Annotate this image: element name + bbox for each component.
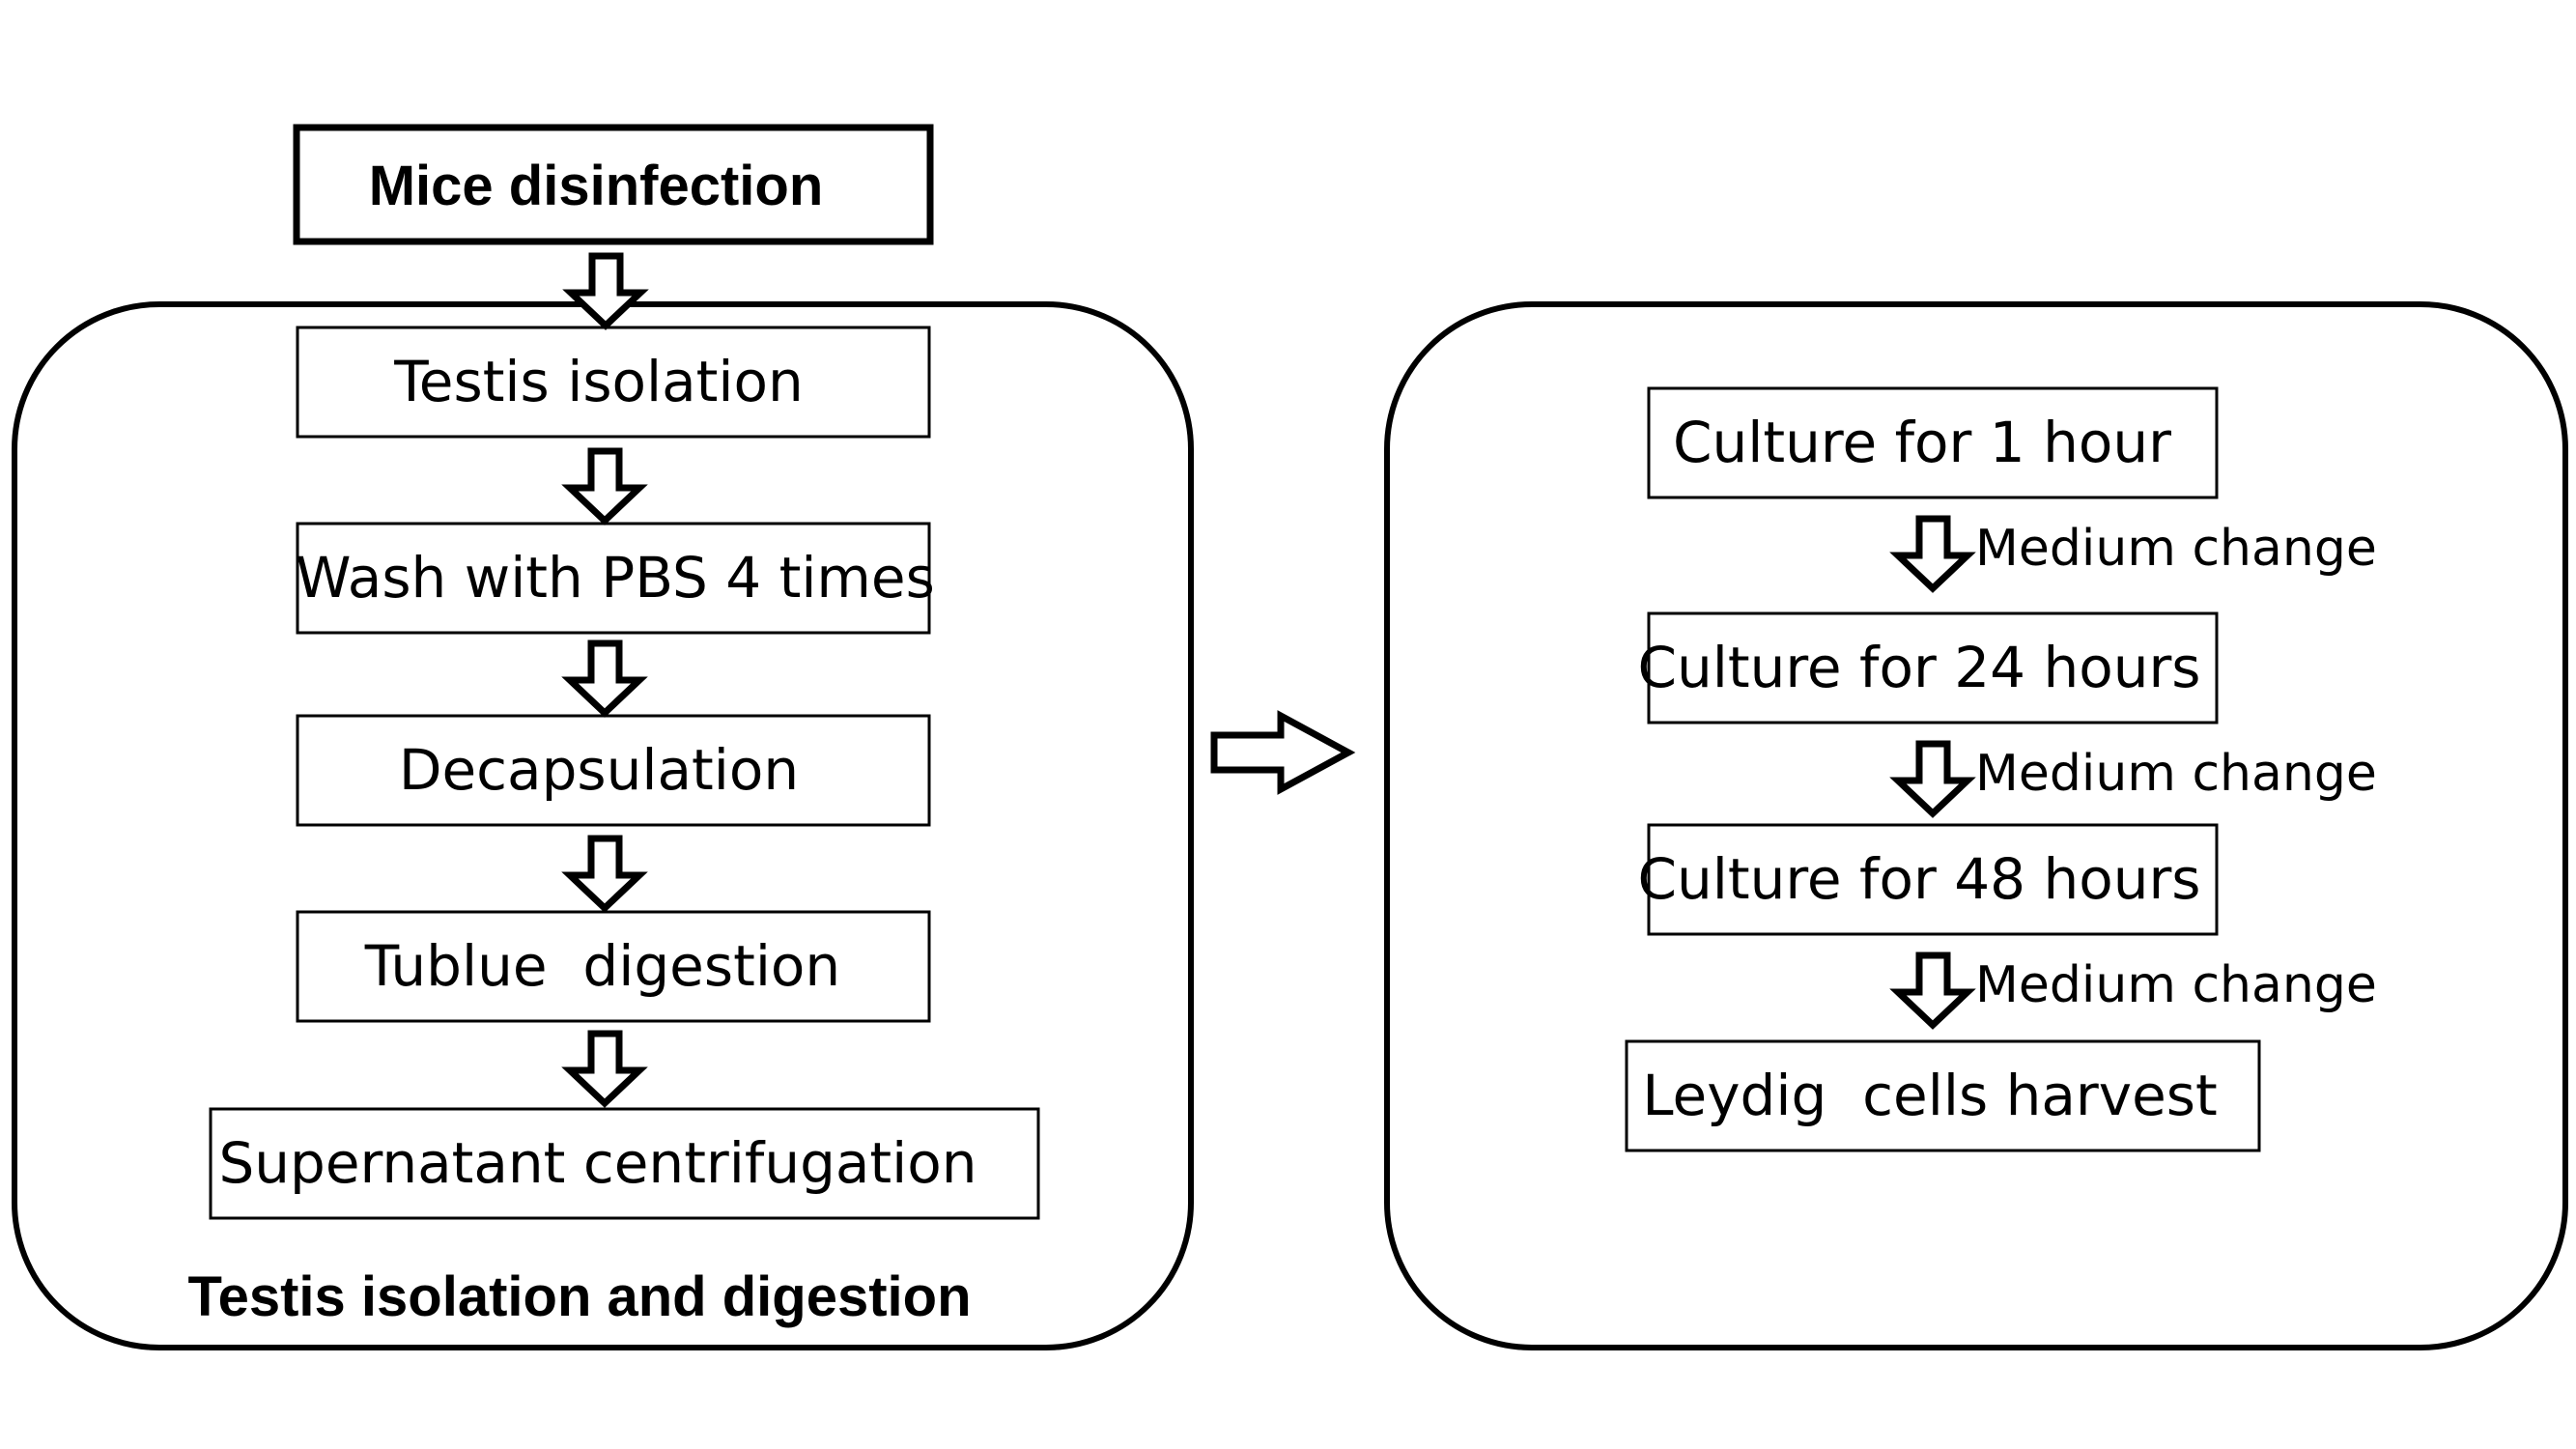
down-arrow-icon — [561, 1030, 648, 1108]
down-arrow-icon — [1889, 740, 1976, 818]
harvest-label: Leydig cells harvest — [1642, 1063, 2218, 1128]
harvest-box — [1625, 1039, 2261, 1152]
transition-label-1: Medium change — [1975, 520, 2377, 578]
down-arrow-icon — [1889, 952, 1976, 1030]
down-arrow-icon — [561, 447, 648, 526]
transition-label-3: Medium change — [1975, 956, 2377, 1014]
step-label-centrifugation: Supernatant centrifugation — [218, 1130, 977, 1196]
start-label: Mice disinfection — [369, 155, 824, 217]
culture-label-48-hours: Culture for 48 hours — [1637, 846, 2200, 912]
transition-label-2: Medium change — [1975, 745, 2377, 803]
step-box-tubule-digestion — [296, 910, 931, 1023]
right-arrow-icon — [1210, 710, 1356, 795]
start-box — [293, 124, 934, 245]
right-panel-frame — [1384, 301, 2568, 1350]
step-box-testis-isolation — [296, 326, 931, 439]
step-box-wash — [296, 522, 931, 635]
step-label-wash: Wash with PBS 4 times — [296, 545, 935, 611]
culture-box-48-hours — [1647, 823, 2219, 936]
step-label-testis-isolation: Testis isolation — [393, 349, 804, 414]
step-box-centrifugation — [209, 1107, 1040, 1220]
step-label-tubule-digestion: Tublue digestion — [364, 933, 840, 999]
step-label-decapsulation: Decapsulation — [399, 737, 799, 803]
down-arrow-icon — [562, 252, 649, 330]
culture-label-1-hour: Culture for 1 hour — [1673, 410, 2171, 475]
culture-label-24-hours: Culture for 24 hours — [1637, 635, 2200, 700]
culture-box-1-hour — [1647, 386, 2219, 499]
culture-box-24-hours — [1647, 611, 2219, 724]
left-panel-title: Testis isolation and digestion — [187, 1265, 971, 1328]
down-arrow-icon — [561, 835, 648, 913]
step-box-decapsulation — [296, 714, 931, 827]
down-arrow-icon — [561, 639, 648, 718]
down-arrow-icon — [1889, 515, 1976, 593]
